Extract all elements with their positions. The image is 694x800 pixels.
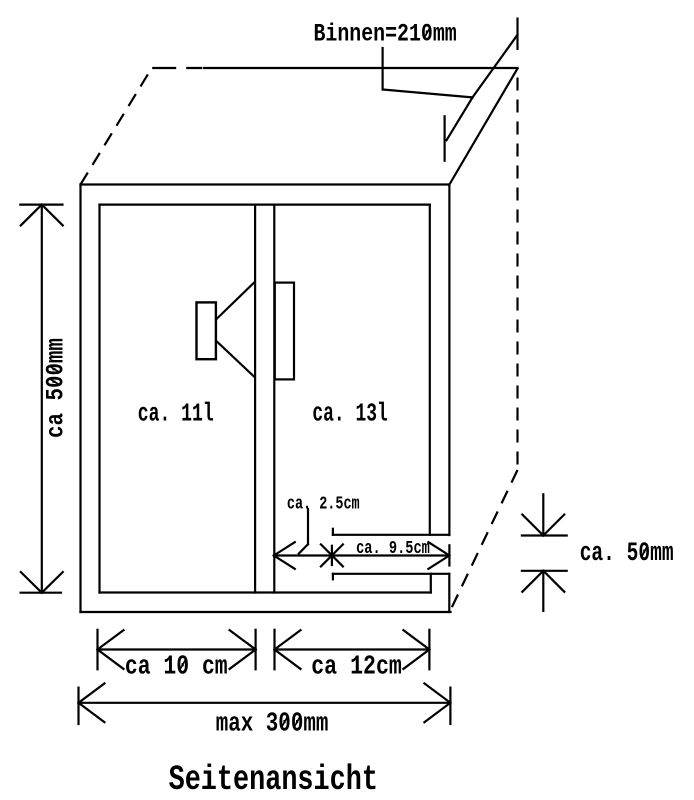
svg-text:ca. 9.5cm: ca. 9.5cm <box>356 538 430 558</box>
svg-text:ca 500mm: ca 500mm <box>42 338 70 438</box>
svg-text:ca 10 cm: ca 10 cm <box>125 652 228 682</box>
svg-text:max 300mm: max 300mm <box>216 709 329 739</box>
svg-text:ca. 13l: ca. 13l <box>312 398 387 428</box>
svg-text:ca 12cm: ca 12cm <box>311 653 402 683</box>
svg-text:ca. 2.5cm: ca. 2.5cm <box>287 494 360 514</box>
svg-text:ca. 11l: ca. 11l <box>138 398 214 428</box>
svg-text:Seitenansicht: Seitenansicht <box>169 761 378 800</box>
svg-text:ca. 50mm: ca. 50mm <box>580 538 674 569</box>
svg-text:Binnen=210mm: Binnen=210mm <box>314 20 457 49</box>
